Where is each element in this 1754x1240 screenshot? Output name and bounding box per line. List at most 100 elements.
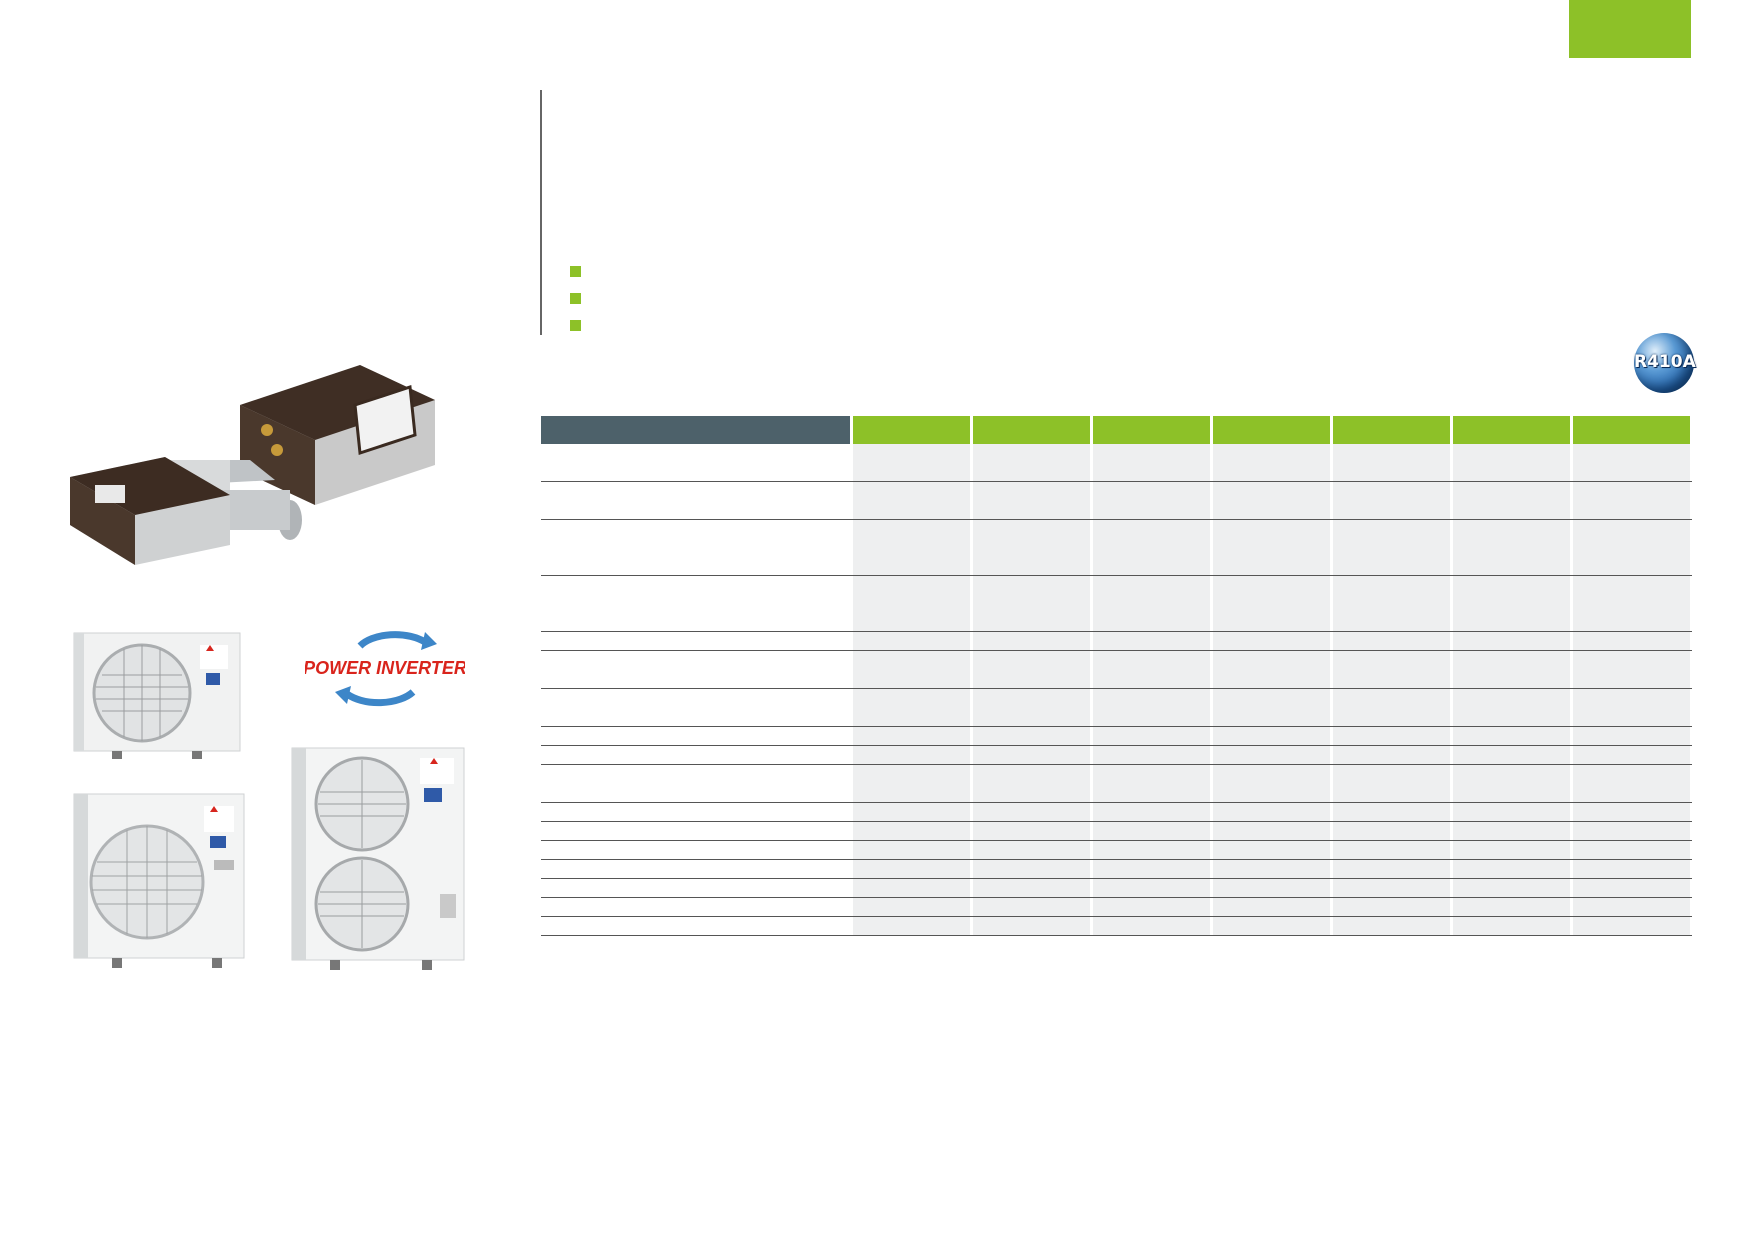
outdoor-unit-small-image bbox=[73, 632, 241, 759]
table-header-row bbox=[541, 416, 1692, 444]
table-cell bbox=[973, 520, 1090, 575]
table-cell bbox=[1093, 917, 1210, 935]
table-row bbox=[541, 803, 1692, 822]
section-tab bbox=[1569, 0, 1691, 58]
row-label-cell bbox=[541, 803, 850, 821]
table-cell bbox=[853, 651, 970, 688]
table-row bbox=[541, 746, 1692, 765]
table-cell bbox=[1213, 860, 1330, 878]
table-cell bbox=[1573, 689, 1690, 726]
table-cell bbox=[973, 482, 1090, 519]
table-cell bbox=[1093, 651, 1210, 688]
table-cell bbox=[1333, 765, 1450, 802]
table-cell bbox=[853, 898, 970, 916]
table-cell bbox=[973, 651, 1090, 688]
row-label-cell bbox=[541, 576, 850, 631]
table-cell bbox=[1333, 727, 1450, 745]
table-cell bbox=[973, 860, 1090, 878]
table-cell bbox=[1333, 444, 1450, 481]
power-inverter-text: POWER INVERTER bbox=[305, 658, 465, 678]
table-cell bbox=[1573, 482, 1690, 519]
table-cell bbox=[1573, 444, 1690, 481]
table-cell bbox=[853, 482, 970, 519]
table-cell bbox=[1453, 651, 1570, 688]
row-label-cell bbox=[541, 689, 850, 726]
table-cell bbox=[973, 822, 1090, 840]
table-cell bbox=[1333, 689, 1450, 726]
table-cell bbox=[1573, 822, 1690, 840]
table-cell bbox=[973, 765, 1090, 802]
table-cell bbox=[1573, 917, 1690, 935]
row-label-cell bbox=[541, 822, 850, 840]
table-row bbox=[541, 632, 1692, 651]
table-cell bbox=[1213, 917, 1330, 935]
row-label-cell bbox=[541, 520, 850, 575]
table-cell bbox=[1093, 879, 1210, 897]
table-cell bbox=[1333, 520, 1450, 575]
table-cell bbox=[1453, 822, 1570, 840]
table-cell bbox=[1453, 482, 1570, 519]
header-model-cell bbox=[853, 416, 970, 444]
feature-bullet-2 bbox=[570, 293, 581, 304]
table-cell bbox=[853, 860, 970, 878]
table-cell bbox=[1093, 898, 1210, 916]
table-cell bbox=[1093, 803, 1210, 821]
table-cell bbox=[973, 727, 1090, 745]
table-cell bbox=[1573, 860, 1690, 878]
table-cell bbox=[1573, 520, 1690, 575]
table-cell bbox=[1213, 482, 1330, 519]
table-cell bbox=[1573, 803, 1690, 821]
table-cell bbox=[1573, 632, 1690, 650]
table-row bbox=[541, 898, 1692, 917]
table-cell bbox=[1333, 746, 1450, 764]
table-cell bbox=[1453, 841, 1570, 859]
table-cell bbox=[1453, 898, 1570, 916]
table-cell bbox=[1333, 482, 1450, 519]
feature-bullet-3 bbox=[570, 320, 581, 331]
table-cell bbox=[1213, 632, 1330, 650]
table-cell bbox=[1093, 841, 1210, 859]
table-cell bbox=[973, 898, 1090, 916]
table-cell bbox=[853, 632, 970, 650]
table-cell bbox=[973, 632, 1090, 650]
table-cell bbox=[1093, 632, 1210, 650]
table-cell bbox=[1573, 746, 1690, 764]
table-cell bbox=[853, 803, 970, 821]
row-label-cell bbox=[541, 482, 850, 519]
table-cell bbox=[1333, 803, 1450, 821]
table-cell bbox=[1093, 520, 1210, 575]
row-label-cell bbox=[541, 444, 850, 481]
table-cell bbox=[1213, 651, 1330, 688]
header-model-cell bbox=[1213, 416, 1330, 444]
r410a-label: R410A bbox=[1634, 352, 1696, 372]
row-label-cell bbox=[541, 841, 850, 859]
table-cell bbox=[1573, 727, 1690, 745]
table-row bbox=[541, 917, 1692, 936]
specification-table bbox=[541, 416, 1692, 936]
table-cell bbox=[1213, 520, 1330, 575]
header-model-cell bbox=[1333, 416, 1450, 444]
row-label-cell bbox=[541, 917, 850, 935]
table-cell bbox=[1453, 765, 1570, 802]
row-label-cell bbox=[541, 651, 850, 688]
table-cell bbox=[973, 746, 1090, 764]
table-cell bbox=[853, 822, 970, 840]
table-cell bbox=[1453, 860, 1570, 878]
table-row bbox=[541, 860, 1692, 879]
table-cell bbox=[1093, 822, 1210, 840]
table-cell bbox=[853, 917, 970, 935]
table-cell bbox=[1333, 898, 1450, 916]
header-model-cell bbox=[1453, 416, 1570, 444]
table-row bbox=[541, 482, 1692, 520]
table-cell bbox=[1453, 727, 1570, 745]
table-cell bbox=[1333, 841, 1450, 859]
table-cell bbox=[1213, 727, 1330, 745]
table-cell bbox=[1213, 841, 1330, 859]
table-row bbox=[541, 765, 1692, 803]
table-cell bbox=[1333, 822, 1450, 840]
table-cell bbox=[1213, 822, 1330, 840]
header-model-cell bbox=[1093, 416, 1210, 444]
table-row bbox=[541, 651, 1692, 689]
row-label-cell bbox=[541, 765, 850, 802]
outdoor-unit-medium-image bbox=[73, 793, 245, 968]
